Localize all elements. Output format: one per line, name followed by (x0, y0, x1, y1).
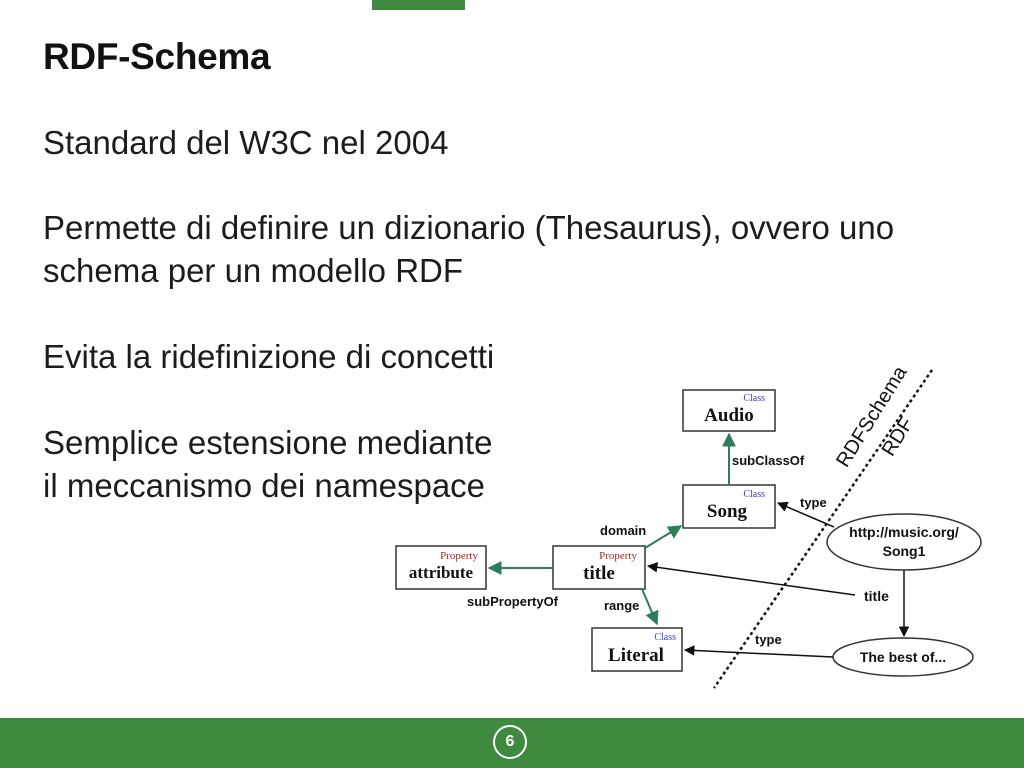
bullet-standard: Standard del W3C nel 2004 (43, 121, 448, 164)
edge-range (641, 588, 659, 626)
node-song1-resource: http://music.org/ Song1 (826, 513, 982, 571)
node-label: Audio (704, 405, 754, 426)
schema-divider-line (712, 369, 934, 689)
edge-domain (644, 525, 683, 549)
node-kind-label: Class (743, 393, 765, 404)
bullet-line: Standard del W3C nel 2004 (43, 124, 449, 161)
node-label: Literal (608, 645, 664, 666)
bullet-avoid-redefinition: Evita la ridefinizione di concetti (43, 335, 494, 378)
rdf-schema-diagram: RDFSchema RDF Class Audio Class Song Pro… (395, 362, 982, 689)
node-label: The best of... (860, 649, 946, 665)
node-song: Class Song (682, 484, 776, 529)
node-label-line: Song1 (883, 543, 926, 559)
edge-title (646, 562, 856, 596)
page-number-badge: 6 (493, 725, 527, 759)
node-bestof-literal: The best of... (832, 637, 974, 677)
bullet-line: schema per un modello RDF (43, 252, 464, 289)
edge-label-type-song: type (800, 495, 827, 510)
node-attribute-property: Property attribute (395, 545, 487, 590)
bullet-line: il meccanismo dei namespace (43, 467, 486, 504)
edge-label-type-literal: type (755, 632, 782, 647)
edge-label-subclassof: subClassOf (732, 453, 805, 468)
node-label-line: http://music.org/ (849, 524, 959, 540)
slide-title: RDF-Schema (43, 36, 271, 77)
bullet-line: Permette di definire un dizionario (Thes… (43, 209, 895, 246)
node-audio: Class Audio (682, 389, 776, 432)
divider-label-rdf: RDF (878, 414, 918, 461)
node-title-property: Property title (552, 545, 646, 590)
node-kind-label: Property (440, 550, 478, 562)
node-kind-label: Class (654, 632, 676, 643)
node-kind-label: Property (599, 550, 637, 562)
node-label: attribute (409, 563, 474, 582)
edge-type-literal (683, 645, 834, 658)
bullet-line: Evita la ridefinizione di concetti (43, 338, 495, 375)
edge-label-domain: domain (600, 523, 646, 538)
node-label: Song (707, 501, 748, 522)
bullet-dictionary: Permette di definire un dizionario (Thes… (43, 206, 894, 292)
edge-label-subpropertyof: subPropertyOf (467, 594, 559, 609)
node-literal: Class Literal (591, 627, 683, 672)
node-kind-label: Class (743, 489, 765, 500)
node-label: title (583, 563, 615, 584)
edge-label-range: range (604, 598, 639, 613)
bullet-namespace-extension: Semplice estensione mediante il meccanis… (43, 421, 492, 507)
edge-label-title: title (864, 588, 889, 604)
edge-type-song (777, 501, 835, 528)
bullet-line: Semplice estensione mediante (43, 424, 493, 461)
top-accent-tab (372, 0, 465, 10)
